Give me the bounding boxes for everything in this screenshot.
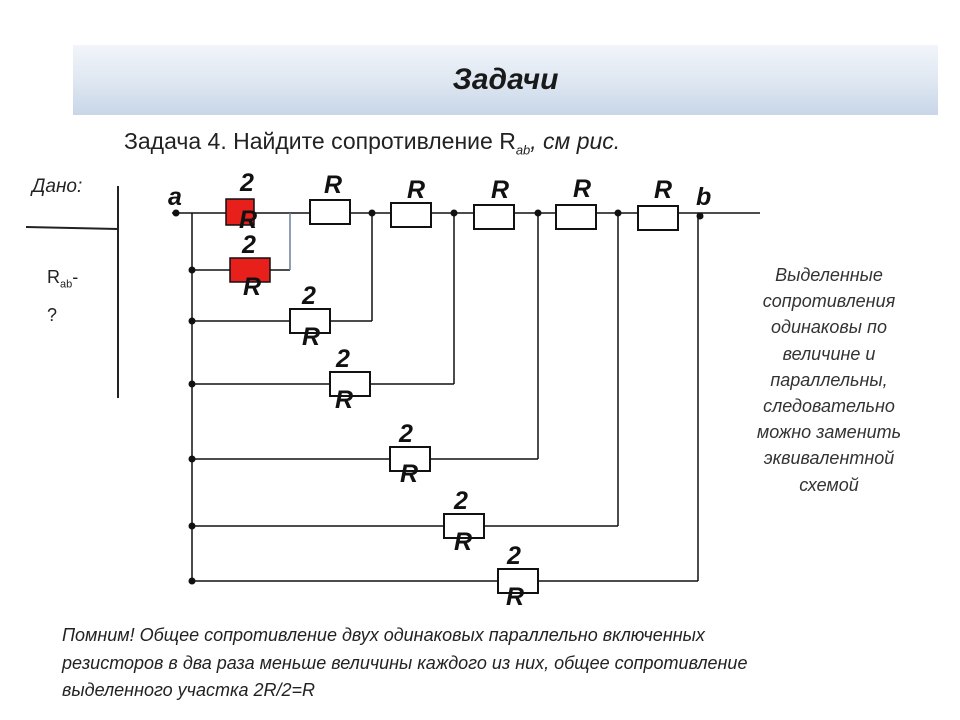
node-dot	[188, 380, 196, 388]
unknown-dash: -	[72, 267, 79, 287]
series-label: R	[491, 176, 509, 204]
node-dot	[188, 522, 196, 530]
task-statement: Задача 4. Найдите сопротивление Rab, см …	[124, 128, 620, 158]
node-dot	[188, 317, 196, 325]
shunt-label-bottom: R	[506, 583, 524, 611]
shunt-label-bottom: R	[400, 460, 418, 488]
node-dot	[614, 209, 622, 217]
side-note: Выделенные сопротивления одинаковы по ве…	[720, 262, 938, 498]
node-dot	[188, 455, 196, 463]
resistor-shunt-4	[443, 513, 485, 539]
node-dot	[368, 209, 376, 217]
resistor-series-1	[309, 199, 351, 225]
side-note-line: эквивалентной	[763, 448, 895, 469]
shunt-label-top: 2	[241, 231, 256, 259]
shunt-label-top: 2	[398, 420, 413, 448]
task-subscript: ab	[515, 142, 531, 158]
node-dot	[534, 209, 542, 217]
shunt-label-bottom: R	[243, 273, 261, 301]
side-note-line: схемой	[799, 474, 859, 495]
footer-line: выделенного участка 2R/2=R	[62, 680, 316, 700]
given-divider-horizontal	[25, 226, 119, 230]
unknown-question: ?	[47, 304, 58, 325]
resistor-series-3	[473, 204, 515, 230]
side-note-line: Выделенные	[775, 265, 883, 285]
node-a-dot	[172, 209, 180, 217]
node-dot	[188, 577, 196, 585]
shunt-label-bottom: R	[302, 323, 320, 351]
shunt-label-top: 2	[453, 487, 468, 515]
resistor-series-4	[555, 204, 597, 230]
task-text: Задача 4. Найдите сопротивление R	[124, 128, 516, 154]
resistor-series-2	[390, 202, 432, 228]
unknown-quantity: Rab- ?	[47, 262, 78, 330]
node-dot	[450, 209, 458, 217]
title-banner: Задачи	[73, 45, 938, 115]
shunt-label-top: 2	[239, 169, 254, 197]
shunt-label-top: 2	[335, 345, 350, 373]
unknown-symbol: R	[47, 267, 60, 287]
shunt-label-bottom: R	[335, 386, 353, 414]
side-note-line: одинаковы по	[771, 317, 887, 338]
node-b-label: b	[696, 183, 711, 211]
task-suffix: , см рис.	[530, 128, 621, 154]
shunt-label-top: 2	[506, 542, 521, 570]
footer-line: резисторов в два раза меньше величины ка…	[62, 652, 748, 673]
resistor-shunt-1	[289, 308, 331, 334]
footer-line: Помним! Общее сопротивление двух одинако…	[62, 625, 705, 645]
resistor-shunt-2	[329, 371, 371, 397]
series-label: R	[324, 171, 342, 199]
side-note-line: величине и	[782, 343, 876, 364]
resistor-shunt-5	[497, 568, 539, 594]
node-b-dot	[696, 212, 704, 220]
node-a-label: a	[168, 183, 182, 211]
resistor-highlighted-2	[229, 257, 271, 283]
node-dot	[188, 266, 196, 274]
resistor-series-5	[637, 205, 679, 231]
side-note-line: параллельны,	[770, 369, 888, 390]
footer-note: Помним! Общее сопротивление двух одинако…	[62, 622, 942, 705]
given-label: Дано:	[32, 176, 83, 197]
series-label: R	[407, 176, 425, 204]
shunt-label-bottom: R	[239, 206, 257, 234]
resistor-shunt-3	[389, 446, 431, 472]
series-label: R	[654, 176, 672, 204]
side-note-line: следовательно	[763, 396, 895, 417]
series-label: R	[573, 175, 591, 203]
shunt-label-top: 2	[301, 282, 316, 310]
resistor-highlighted-1	[225, 198, 255, 226]
unknown-subscript: ab	[60, 278, 73, 291]
side-note-line: можно заменить	[756, 422, 902, 443]
page-title: Задачи	[452, 63, 559, 96]
side-note-line: сопротивления	[762, 291, 896, 312]
shunt-label-bottom: R	[454, 528, 472, 556]
